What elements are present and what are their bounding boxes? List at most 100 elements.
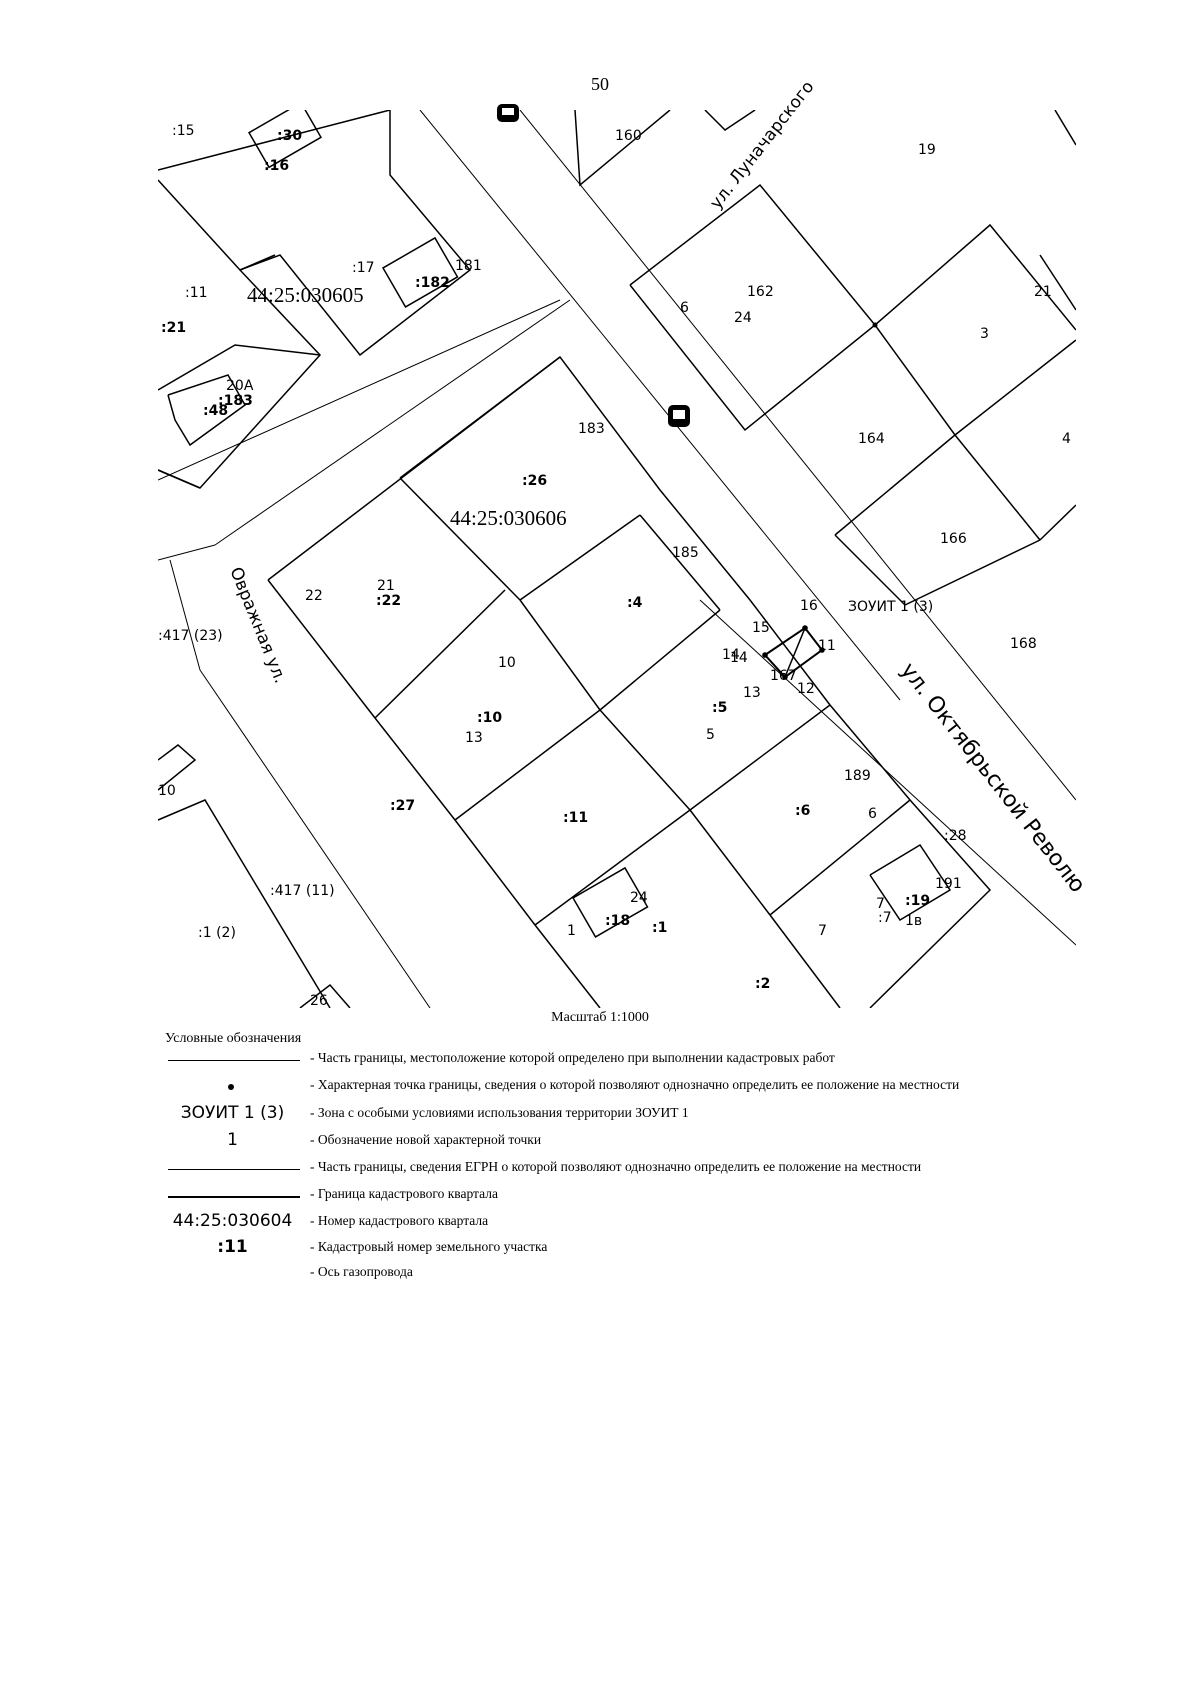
bus-stop-icon: [668, 405, 690, 427]
legend-symbol: 44:25:030604: [172, 1211, 293, 1231]
parcel-label: :22: [376, 593, 401, 609]
parcel-label: 5: [706, 727, 715, 743]
parcel-label: :1 (2): [198, 925, 236, 941]
parcel-label: 13: [465, 730, 483, 746]
parcel-label: :183: [218, 393, 253, 409]
street-label: ул. Луначарского: [706, 77, 818, 213]
legend-title: Условные обозначения: [165, 1031, 302, 1046]
legend-symbol: [165, 1048, 300, 1072]
parcel-label: 20А: [226, 378, 254, 394]
parcel-label: 6: [680, 300, 689, 316]
legend-description: - Зона с особыми условиями использования…: [310, 1105, 689, 1120]
legend-description: - Обозначение новой характерной точки: [310, 1132, 542, 1147]
legend-description: - Кадастровый номер земельного участка: [310, 1239, 548, 1254]
parcel-label: :11: [563, 810, 588, 826]
legend-symbol: [165, 1184, 300, 1208]
legend-dot-symbol: [228, 1084, 234, 1090]
quarter-number-label: 44:25:030606: [450, 506, 567, 530]
parcel-label: 19: [918, 142, 936, 158]
parcel-label: 164: [858, 431, 885, 447]
street-label: Овражная ул.: [225, 564, 290, 686]
legend-description: - Номер кадастрового квартала: [310, 1213, 489, 1228]
parcel-label: :30: [277, 128, 302, 144]
parcel-label: :4: [627, 595, 643, 611]
parcel-label: 22: [305, 588, 323, 604]
parcel-label: :15: [172, 123, 195, 139]
parcel-label: 4: [1062, 431, 1071, 447]
parcel-label: :7: [878, 910, 892, 926]
legend-symbol: 1: [227, 1130, 238, 1150]
legend-line-symbol: [168, 1060, 300, 1061]
parcel-label: 183: [578, 421, 605, 437]
point-number-label: 12: [797, 681, 815, 697]
legend-symbol: [165, 1075, 300, 1099]
parcel-label: 26: [310, 993, 328, 1009]
quarter-number-label: 44:25:030605: [247, 283, 364, 307]
parcel-label: :417 (23): [158, 628, 223, 644]
legend-line-symbol: [168, 1196, 300, 1198]
legend-symbol: :11: [217, 1237, 248, 1257]
parcel-label: 10: [498, 655, 516, 671]
parcel-label: 168: [1010, 636, 1037, 652]
parcel-label: :2: [755, 976, 770, 992]
parcel-label: 1: [567, 923, 576, 939]
point-number-label: 14: [722, 647, 740, 663]
legend-symbol: ЗОУИТ 1 (3): [180, 1103, 285, 1123]
page-number: 50: [591, 74, 609, 94]
legend-item: 44:25:030604 - Номер кадастрового квартал…: [165, 1211, 1095, 1235]
parcel-label: 10: [158, 783, 176, 799]
parcel-label: 1в: [905, 913, 922, 929]
parcel-label: 191: [935, 876, 962, 892]
parcel-label: 7: [818, 923, 827, 939]
legend-description: - Ось газопровода: [310, 1264, 413, 1279]
parcel-label: :417 (11): [270, 883, 335, 899]
parcel-label: :21: [161, 320, 186, 336]
legend-item: :11 - Кадастровый номер земельного участк…: [165, 1237, 1095, 1261]
parcel-label: :6: [795, 803, 810, 819]
parcel-label: 21: [377, 578, 395, 594]
parcel-label: :16: [264, 158, 289, 174]
point-number-label: 15: [752, 620, 770, 636]
legend-description: - Характерная точка границы, сведения о …: [310, 1077, 960, 1092]
parcel-label: :26: [522, 473, 547, 489]
parcel-label: 6: [868, 806, 877, 822]
parcel-label: 24: [630, 890, 648, 906]
zone-label: ЗОУИТ 1 (3): [848, 599, 933, 615]
parcel-label: 14: [730, 650, 748, 666]
legend-symbol: [165, 1157, 300, 1181]
point-number-label: 16: [800, 598, 818, 614]
bus-stop-icon: [497, 104, 519, 122]
street-label: ул. Октябрьской Револю: [895, 658, 1090, 897]
parcel-label: :27: [390, 798, 415, 814]
parcel-label: 189: [844, 768, 871, 784]
parcel-label: :28: [944, 828, 967, 844]
legend-description: - Часть границы, местоположение которой …: [310, 1050, 835, 1065]
parcel-label: 167: [770, 668, 797, 684]
legend-symbol: [165, 1262, 300, 1286]
point-number-label: 13: [743, 685, 761, 701]
point-number-label: 11: [818, 638, 836, 654]
parcel-label: 166: [940, 531, 967, 547]
legend-line-symbol: [168, 1169, 300, 1170]
parcel-label: 7: [876, 896, 885, 912]
parcel-label: :10: [477, 710, 502, 726]
map-scale: Масштаб 1:1000: [551, 1010, 649, 1025]
legend-item: - Характерная точка границы, сведения о …: [165, 1075, 1095, 1099]
parcel-label: 3: [980, 326, 989, 342]
parcel-label: :48: [203, 403, 228, 419]
parcel-label: :18: [605, 913, 630, 929]
legend-item: - Граница кадастрового квартала: [165, 1184, 1095, 1208]
parcel-label: 160: [615, 128, 642, 144]
parcel-label: :17: [352, 260, 375, 276]
parcel-label: :11: [185, 285, 208, 301]
parcel-label: 181: [455, 258, 482, 274]
parcel-label: :5: [712, 700, 727, 716]
parcel-label: 162: [747, 284, 774, 300]
parcel-label: 185: [672, 545, 699, 561]
legend-item: 1 - Обозначение новой характерной точки: [165, 1130, 1095, 1154]
parcel-label: 21: [1034, 284, 1052, 300]
parcel-label: :182: [415, 275, 450, 291]
legend-description: - Часть границы, сведения ЕГРН о которой…: [310, 1159, 922, 1174]
parcel-label: :1: [652, 920, 667, 936]
